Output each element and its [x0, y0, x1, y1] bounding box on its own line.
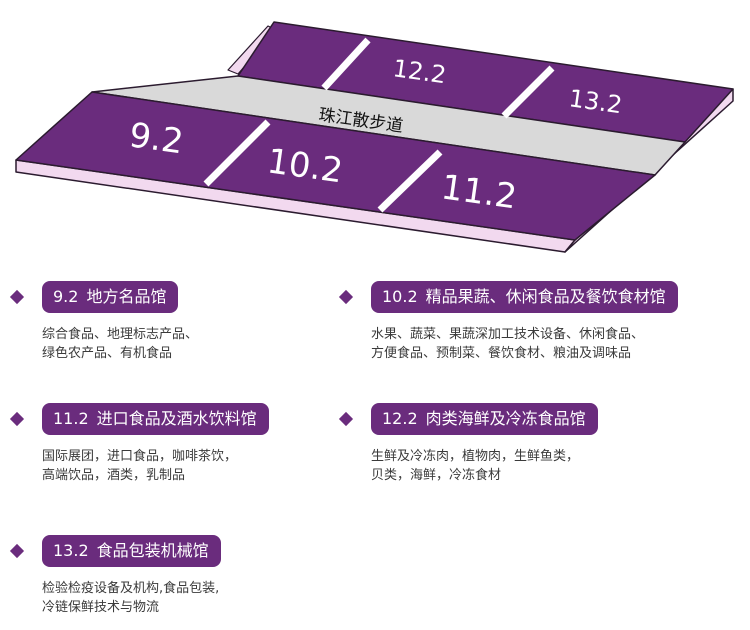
floor-plan-diagram: 9.2 10.2 11.2 12.2 13.2 珠江散步道 — [15, 21, 734, 253]
diamond-bullet-icon — [338, 411, 354, 427]
legend-description: 生鲜及冷冻肉，植物肉，生鲜鱼类， 贝类，海鲜，冷冻食材 — [371, 447, 579, 485]
legend-desc-line: 方便食品、预制菜、餐饮食材、粮油及调味品 — [371, 346, 632, 361]
legend-desc-line: 高端饮品，酒类，乳制品 — [42, 468, 186, 483]
diamond-bullet-icon — [9, 289, 25, 305]
legend-desc-line: 综合食品、地理标志产品、 — [42, 327, 199, 342]
legend-number: 9.2 — [53, 287, 79, 306]
legend-title-pill: 13.2 食品包装机械馆 — [42, 535, 221, 567]
separator-12-left — [321, 37, 371, 91]
diamond-bullet-icon — [338, 289, 354, 305]
legend-description: 综合食品、地理标志产品、 绿色农产品、有机食品 — [42, 325, 198, 363]
legend-title-pill: 12.2 肉类海鲜及冷冻食品馆 — [371, 403, 598, 435]
separator-12-13 — [501, 65, 555, 119]
legend-desc-line: 绿色农产品、有机食品 — [42, 346, 173, 361]
legend-desc-line: 国际展团，进口食品，咖啡茶饮， — [42, 449, 238, 464]
legend-number: 11.2 — [53, 409, 89, 428]
legend-title: 肉类海鲜及冷冻食品馆 — [425, 409, 586, 428]
legend-title: 进口食品及酒水饮料馆 — [96, 409, 257, 428]
legend-desc-line: 冷链保鲜技术与物流 — [42, 600, 160, 615]
legend-title: 精品果蔬、休闲食品及餐饮食材馆 — [425, 287, 666, 306]
legend-title-pill: 11.2 进口食品及酒水饮料馆 — [42, 403, 269, 435]
hall-label-9-2: 9.2 — [127, 115, 186, 162]
legend-desc-line: 水果、蔬菜、果蔬深加工技术设备、休闲食品、 — [371, 327, 645, 342]
legend-desc-line: 生鲜及冷冻肉，植物肉，生鲜鱼类， — [371, 449, 580, 464]
legend-title: 地方名品馆 — [86, 287, 167, 306]
diamond-bullet-icon — [9, 411, 25, 427]
legend-desc-line: 贝类，海鲜，冷冻食材 — [371, 468, 502, 483]
legend-description: 国际展团，进口食品，咖啡茶饮， 高端饮品，酒类，乳制品 — [42, 447, 237, 485]
legend-title-pill: 9.2 地方名品馆 — [42, 281, 179, 313]
legend-number: 12.2 — [382, 409, 418, 428]
legend-number: 13.2 — [53, 541, 89, 560]
legend-desc-line: 检验检疫设备及机构,食品包装, — [42, 581, 220, 596]
hall-lower-block — [15, 91, 656, 241]
legend-description: 检验检疫设备及机构,食品包装, 冷链保鲜技术与物流 — [42, 579, 219, 617]
legend-description: 水果、蔬菜、果蔬深加工技术设备、休闲食品、 方便食品、预制菜、餐饮食材、粮油及调… — [371, 325, 644, 363]
legend-number: 10.2 — [382, 287, 418, 306]
legend-title-pill: 10.2 精品果蔬、休闲食品及餐饮食材馆 — [371, 281, 678, 313]
separator-9-10 — [203, 119, 271, 187]
separator-10-11 — [377, 149, 443, 213]
legend-title: 食品包装机械馆 — [96, 541, 209, 560]
diamond-bullet-icon — [9, 543, 25, 559]
